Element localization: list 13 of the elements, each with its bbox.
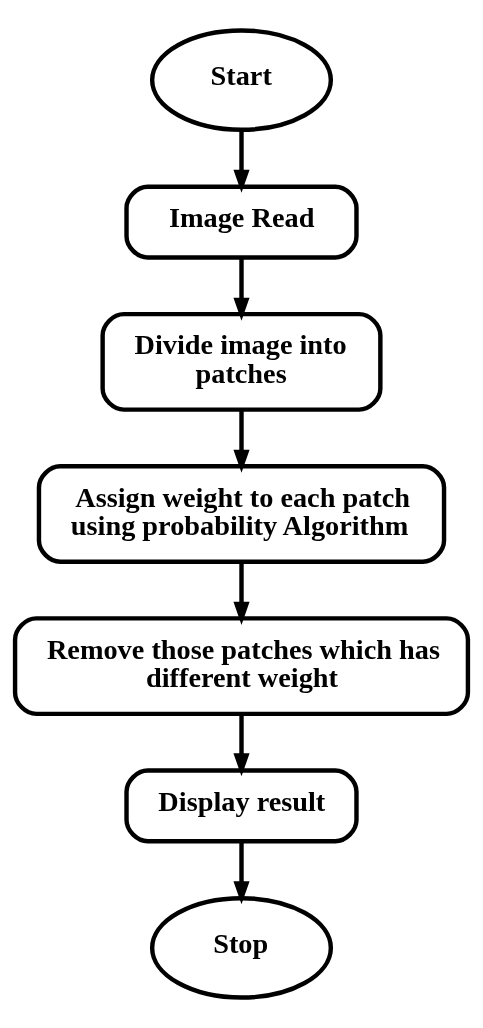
arrow (233, 257, 250, 321)
arrow (233, 130, 250, 193)
node-box: Image Read (124, 184, 359, 260)
node-ellipse: Stop (149, 896, 334, 1000)
node-box: Assign weight to each patch using probability Algorithm (36, 464, 447, 564)
node-box: Display result (124, 768, 359, 844)
arrow (233, 714, 250, 777)
arrow (233, 841, 250, 905)
arrow (233, 561, 250, 625)
arrow (233, 409, 250, 473)
node-box: Divide image into patches (100, 311, 383, 412)
node-box: Remove those patches which has different weight (12, 616, 471, 717)
node-ellipse: Start (149, 28, 334, 132)
